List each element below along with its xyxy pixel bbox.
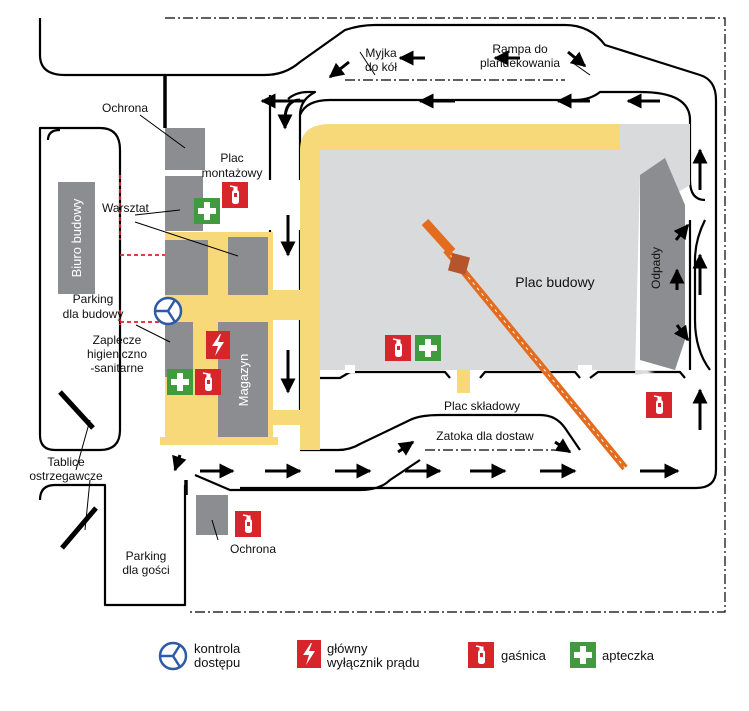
plac-budowy-label: Plac budowy [515,274,594,290]
ochrona-top-label: Ochrona [102,101,148,115]
first-aid-icon [194,198,220,224]
site-boundary [165,17,726,613]
extinguisher-icon [234,510,262,538]
first-aid-icon [167,369,193,395]
main-switch-icon [297,640,321,668]
tower-crane [421,218,628,471]
ochrona-bottom-building [196,495,228,535]
arrow-waste-1 [673,223,690,241]
storage-a-building [165,240,208,295]
biuro-building [58,182,95,294]
parking-budowy-label-1: Parking [73,292,114,306]
extinguisher-icon [467,641,495,669]
waste-area [640,158,685,370]
legend: kontrola dostępu główny wyłącznik prądu … [158,640,655,671]
traffic-arrows [172,50,708,479]
first-aid-icon [415,335,441,361]
site-gap-1 [345,365,355,373]
extinguisher-icon [384,334,412,362]
warsztat-label: Warsztat [102,201,150,215]
arrow-rampa [567,50,587,68]
ochrona-bottom-label: Ochrona [230,542,276,556]
magazyn-label: Magazyn [236,354,251,407]
arrow-waste-3 [673,324,690,342]
legend-wylacznik-2: wyłącznik prądu [326,655,420,670]
legend-first-aid: apteczka [570,642,655,668]
parking-budowy-label-2: dla budowy [63,307,124,321]
plac-skladowy-label: Plac składowy [444,399,520,413]
tablice-label-2: ostrzegawcze [29,469,103,483]
tablice-label-1: Tablice [47,455,85,469]
arrow-gate [172,454,187,472]
workshop-building [228,237,268,295]
plac-montazowy-label-2: montażowy [202,166,263,180]
main-switch-icon [206,331,230,359]
first-aid-icon [570,642,596,668]
plac-montazowy-label-1: Plac [220,151,243,165]
rampa-label-2: plandekowania [480,56,560,70]
biuro-label: Biuro budowy [69,198,84,277]
parking-gosci-label-2: dla gości [122,563,169,577]
extinguisher-icon [645,391,673,419]
legend-kontrola-1: kontrola [194,641,241,656]
arrow-u-turn [277,98,301,130]
odpady-label: Odpady [649,247,663,289]
warning-signs [58,390,98,550]
zatoka-label: Zatoka dla dostaw [436,429,534,443]
warning-lines [119,175,165,325]
legend-wylacznik-1: główny [327,641,368,656]
ochrona-top-building [165,128,205,170]
gate-posts [163,75,188,495]
extinguisher-icon [221,181,249,209]
access-control-icon [158,641,188,671]
legend-kontrola-2: dostępu [194,655,240,670]
legend-gasnica: gaśnica [501,648,547,663]
arrow-zatoka [397,440,415,456]
rampa-label-1: Rampa do [492,42,548,56]
leader-lines [75,51,591,541]
zaplecze-label-3: -sanitarne [90,361,144,375]
legend-extinguisher: gaśnica [467,641,547,669]
buildings [58,128,268,535]
zaplecze-label-2: higieniczno [87,347,147,361]
legend-switch: główny wyłącznik prądu [297,640,420,670]
arrow-zatoka-out [554,438,572,454]
extinguisher-icon [194,368,222,396]
arrow-myjka [328,60,350,79]
myjka-label-2: do kół [365,60,397,74]
construction-site-area [320,124,690,375]
parking-gosci-label-1: Parking [126,549,167,563]
access-control-icon [153,296,183,326]
zaplecze-building [165,322,193,377]
legend-apteczka: apteczka [602,648,655,663]
site-gap-2 [578,365,592,373]
legend-access: kontrola dostępu [158,641,241,671]
map-labels: Biuro budowy Ochrona Plac montażowy Wars… [29,42,663,577]
myjka-label-1: Myjka [365,46,397,60]
zaplecze-label-1: Zaplecze [93,333,142,347]
